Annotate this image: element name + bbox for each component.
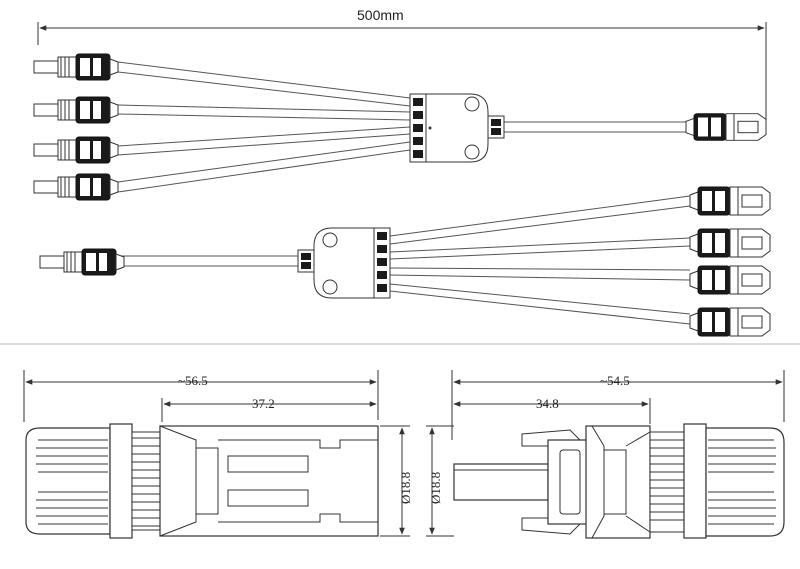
upper-male-connector (33, 96, 119, 124)
top-dimension-label: 500mm (357, 7, 404, 23)
lower-female-connector (689, 228, 771, 258)
upper-male-connector (33, 173, 119, 201)
top-dimension: 500mm (37, 7, 767, 120)
lower-cables (118, 195, 691, 325)
upper-branch-hub (409, 93, 505, 163)
upper-harness (33, 53, 767, 201)
upper-female-connector (685, 113, 767, 141)
lower-female-connector (689, 307, 771, 337)
right-overall-length: ~54.5 (600, 373, 630, 388)
lower-harness (39, 186, 771, 337)
upper-male-connector (33, 136, 119, 164)
left-connector-detail: ~56.5 37.2 (23, 370, 413, 539)
upper-male-connector (33, 53, 119, 81)
right-body-length: 34.8 (536, 396, 559, 411)
lower-female-connector (689, 186, 771, 216)
left-diameter: Ø18.8 (398, 472, 413, 504)
upper-cables (117, 61, 686, 193)
lower-male-connector (39, 248, 125, 276)
lower-female-connector (689, 265, 771, 295)
left-overall-length: ~56.5 (178, 373, 208, 388)
right-diameter: Ø18.8 (428, 472, 443, 504)
right-connector-detail: ~54.5 34.8 Ø18.8 (426, 370, 785, 539)
left-body-length: 37.2 (252, 396, 275, 411)
lower-branch-hub (297, 227, 391, 299)
